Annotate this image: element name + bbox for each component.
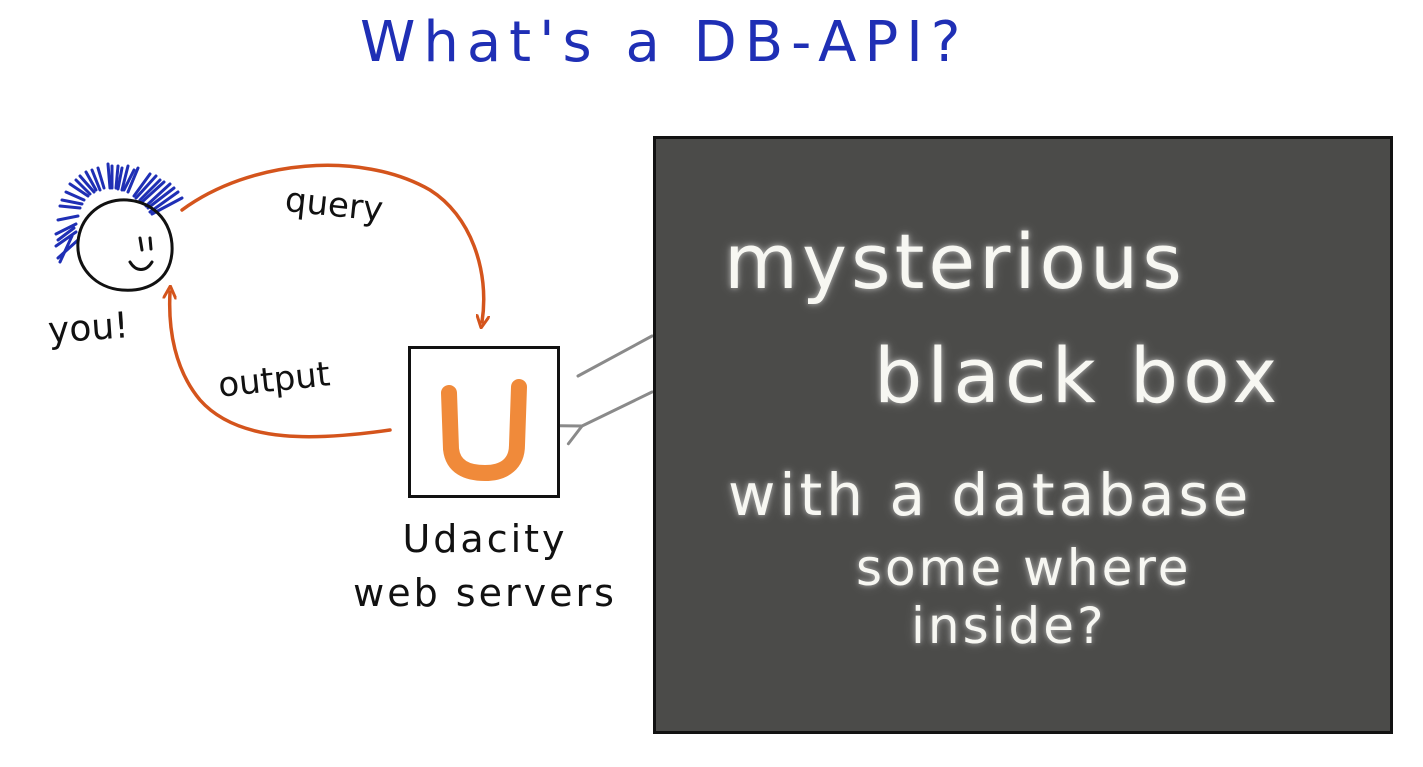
black-box-line5: inside? <box>911 597 1107 655</box>
server-box: U <box>408 346 560 498</box>
output-arrow <box>170 292 392 439</box>
person-figure <box>54 162 184 292</box>
black-box-line2: black box <box>874 331 1283 420</box>
black-box: mysterious black box with a database som… <box>653 136 1393 734</box>
eye-left <box>138 236 144 252</box>
server-label-line1: Udacity <box>402 517 568 561</box>
udacity-logo-icon: U <box>441 379 527 490</box>
logo-text: U <box>484 488 485 490</box>
server-label: Udacity web servers <box>340 512 630 620</box>
black-box-line1: mysterious <box>724 217 1186 306</box>
mouth <box>128 260 154 271</box>
person-label: you! <box>46 305 130 352</box>
server-label-line2: web servers <box>353 571 617 615</box>
black-box-line3: with a database <box>728 461 1253 529</box>
connector-arrow <box>558 390 654 446</box>
connector-line <box>576 334 654 378</box>
head-outline <box>76 198 174 292</box>
query-arrow <box>180 163 484 322</box>
hair-icon <box>54 162 184 264</box>
eye-right <box>148 236 153 251</box>
black-box-line4: some where <box>856 539 1192 597</box>
diagram-title: What's a DB-API? <box>360 10 969 75</box>
